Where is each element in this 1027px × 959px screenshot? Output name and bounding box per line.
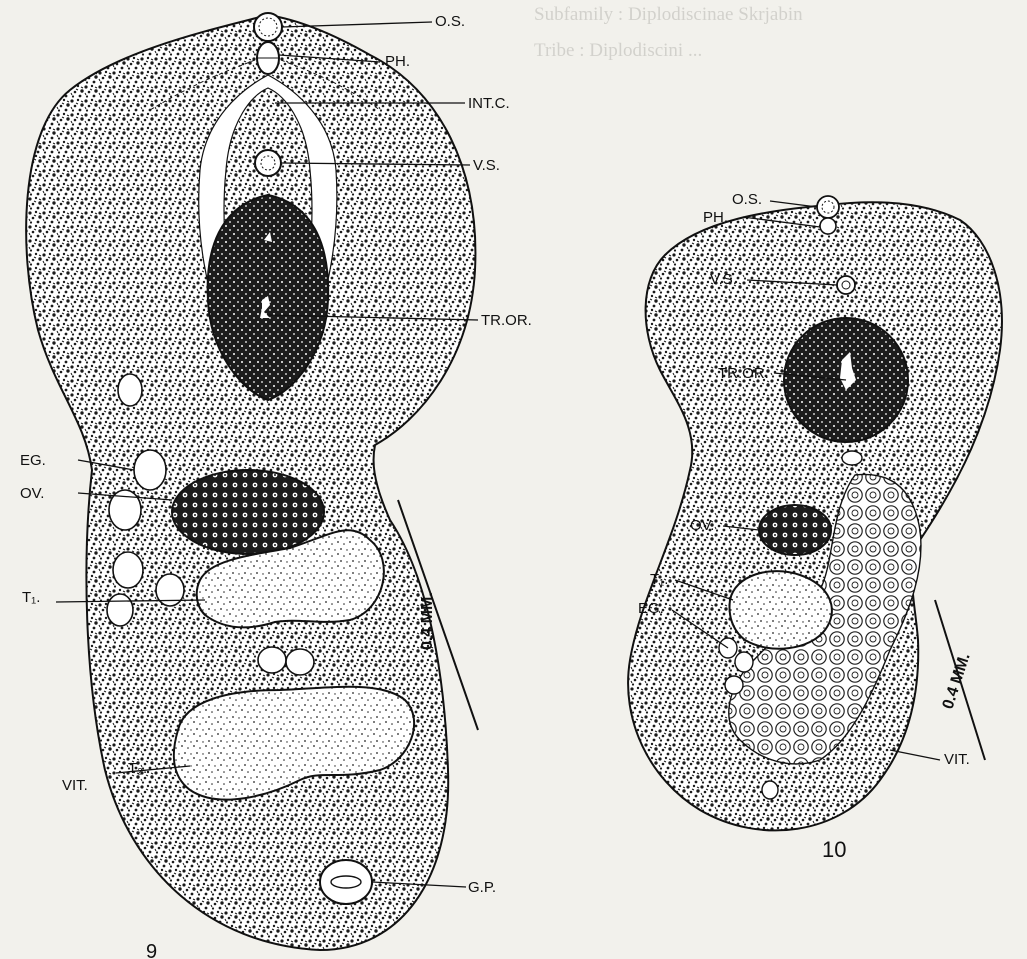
figure-9: 0.4 MM. O.S. PH. INT.C. V.S. TR.OR. EG. (20, 13, 532, 959)
fig9-label-ov: OV. (20, 485, 44, 502)
figure-10: 0.4 MM. O.S. PH. V.S. TR.OR. OV. T₁. EG.… (628, 191, 1002, 862)
fig9-egg (258, 647, 286, 673)
fig10-testis (730, 571, 832, 649)
fig9-egg (118, 374, 142, 406)
fig9-genital-pore (320, 860, 372, 904)
fig10-number: 10 (822, 837, 846, 862)
fig9-label-eg: EG. (20, 452, 46, 469)
fig9-label-ph: PH. (385, 53, 410, 70)
fig9-label-gp: G.P. (468, 879, 496, 896)
fig9-egg (113, 552, 143, 588)
fig10-egg (762, 781, 778, 799)
fig10-egg (725, 676, 743, 694)
fig9-label-t2: T₂. (128, 760, 147, 777)
fig10-label-ph: PH. (703, 209, 728, 226)
fig9-egg (134, 450, 166, 490)
fig10-ventral-sucker (837, 276, 855, 294)
fig10-scale-label: 0.4 MM. (940, 651, 974, 711)
fig10-oral-sucker (817, 196, 839, 218)
fig10-label-vs: V.S. (710, 271, 737, 288)
fig9-number: 9 (146, 941, 157, 959)
fig9-label-intc: INT.C. (468, 95, 510, 112)
fig9-oral-sucker (254, 13, 282, 41)
fig9-label-tror: TR.OR. (481, 312, 532, 329)
fig9-ventral-sucker (255, 150, 281, 176)
fig9-label-vs: V.S. (473, 157, 500, 174)
fig10-label-os: O.S. (732, 191, 762, 208)
fig10-egg (735, 652, 753, 672)
fig10-pharynx (820, 218, 836, 234)
fig9-egg (107, 594, 133, 626)
fig9-ovary (172, 470, 324, 554)
fig9-scale-label: 0.4 MM. (419, 592, 436, 650)
fig9-egg (286, 649, 314, 675)
fig10-ovary (759, 505, 831, 555)
fig9-label-t1: T₁. (22, 589, 40, 606)
fig10-label-tror: TR.OR. (718, 365, 769, 382)
fig9-label-vit: VIT. (62, 777, 88, 794)
fig10-label-eg: EG. (638, 600, 664, 617)
fig10-label-t1: T₁. (650, 571, 668, 588)
fig9-label-os: O.S. (435, 13, 465, 30)
fig10-label-ov: OV. (690, 517, 714, 534)
fig10-label-vit: VIT. (944, 751, 970, 768)
